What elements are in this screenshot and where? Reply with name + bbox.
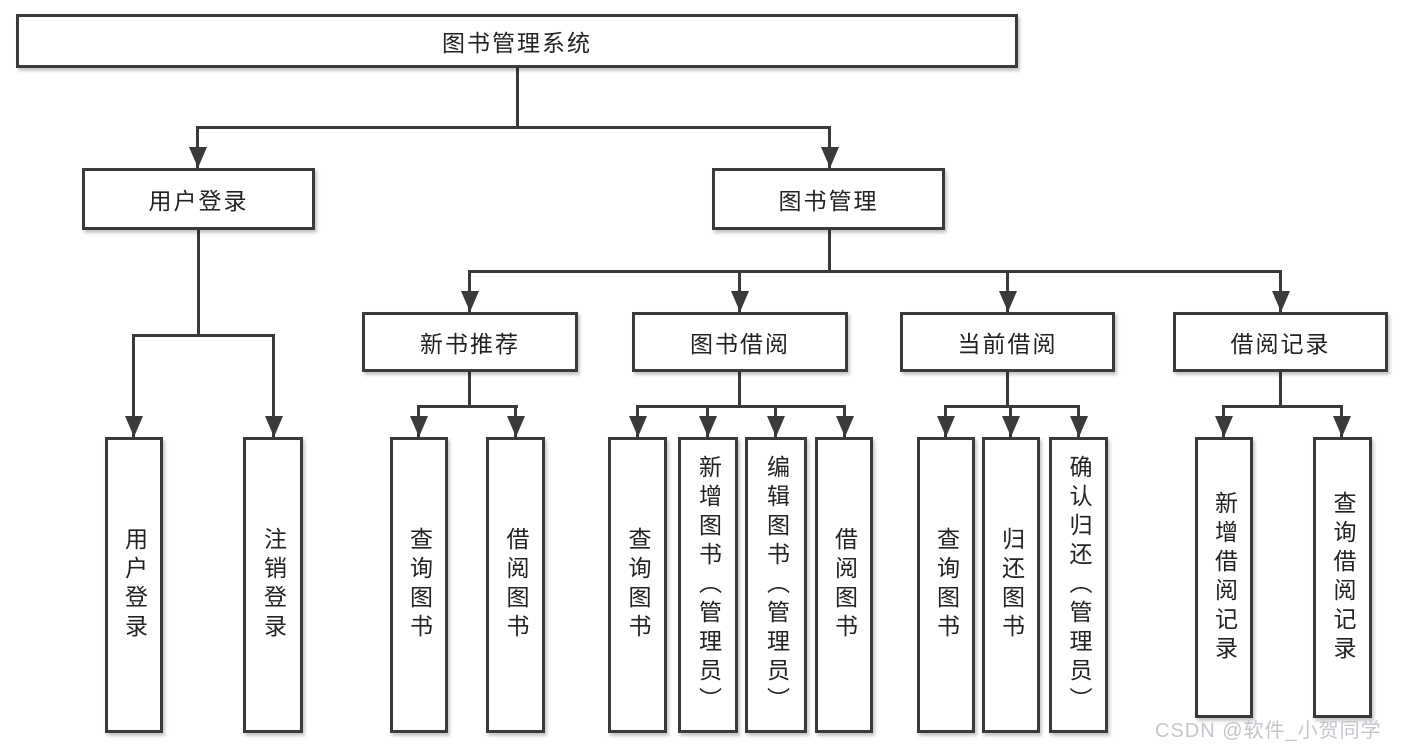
arrow-down-icon (125, 416, 143, 437)
connector-line (197, 230, 200, 337)
arrow-down-icon (999, 291, 1017, 312)
leaf-borrow-books-2: 借阅图书 (815, 437, 873, 733)
connector-line (1222, 405, 1343, 408)
arrow-down-icon (1272, 291, 1290, 312)
arrow-down-icon (937, 416, 955, 437)
arrow-down-icon (189, 147, 207, 168)
arrow-down-icon (265, 416, 283, 437)
node-book-management: 图书管理 (712, 168, 945, 230)
arrow-down-icon (731, 291, 749, 312)
leaf-borrow-books-1: 借阅图书 (486, 437, 545, 733)
leaf-confirm-return-admin: 确认归还（管理员） (1049, 437, 1108, 733)
arrow-down-icon (629, 416, 647, 437)
node-user-login: 用户登录 (82, 168, 315, 230)
arrow-down-icon (410, 416, 428, 437)
leaf-user-login: 用户登录 (105, 437, 163, 733)
arrow-down-icon (836, 416, 854, 437)
connector-line (196, 126, 831, 129)
node-root: 图书管理系统 (16, 14, 1018, 68)
connector-line (468, 270, 1282, 273)
connector-line (132, 334, 275, 337)
arrow-down-icon (507, 416, 525, 437)
arrow-down-icon (1002, 416, 1020, 437)
leaf-query-books-3: 查询图书 (917, 437, 975, 733)
connector-line (417, 405, 518, 408)
connector-line (944, 405, 1080, 408)
leaf-add-book-admin: 新增图书（管理员） (678, 437, 738, 733)
arrow-down-icon (461, 291, 479, 312)
arrow-down-icon (1215, 416, 1233, 437)
node-book-borrow: 图书借阅 (632, 312, 848, 372)
arrow-down-icon (767, 416, 785, 437)
connector-line (468, 370, 471, 408)
arrow-down-icon (699, 416, 717, 437)
leaf-return-books: 归还图书 (982, 437, 1040, 733)
node-new-book-recommend: 新书推荐 (362, 312, 578, 372)
arrow-down-icon (1333, 416, 1351, 437)
connector-line (132, 334, 135, 437)
leaf-logout: 注销登录 (243, 437, 303, 733)
leaf-query-books-1: 查询图书 (390, 437, 448, 733)
connector-line (636, 405, 846, 408)
connector-line (272, 334, 275, 437)
connector-line (828, 230, 831, 273)
connector-line (738, 370, 741, 408)
arrow-down-icon (1070, 416, 1088, 437)
leaf-query-books-2: 查询图书 (608, 437, 667, 733)
connector-line (1279, 370, 1282, 408)
node-current-borrow: 当前借阅 (900, 312, 1115, 372)
leaf-add-borrow-record: 新增借阅记录 (1195, 437, 1253, 718)
node-borrow-records: 借阅记录 (1173, 312, 1388, 372)
connector-line (1006, 370, 1009, 408)
connector-line (516, 66, 519, 128)
arrow-down-icon (821, 147, 839, 168)
watermark: CSDN @软件_小贺同学 (1155, 720, 1382, 742)
leaf-edit-book-admin: 编辑图书（管理员） (745, 437, 807, 733)
leaf-query-borrow-record: 查询借阅记录 (1313, 437, 1372, 718)
